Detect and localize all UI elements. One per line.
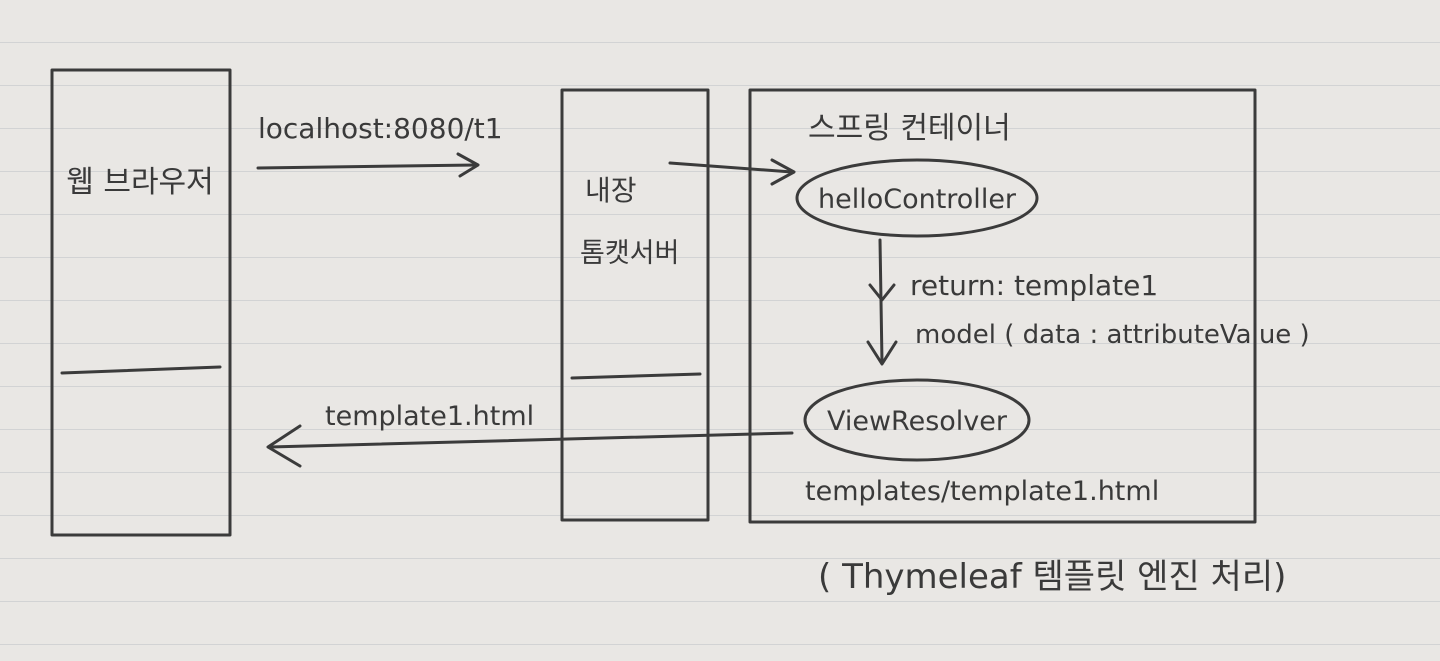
controller-to-resolver-head [866, 340, 898, 366]
request-arrow-line [256, 163, 478, 170]
response-arrow-head [266, 424, 302, 468]
web-browser-box: 웹 브라우저 [50, 68, 232, 537]
view-resolver-label: ViewResolver [827, 406, 1008, 437]
response-arrow: template1.html [266, 401, 794, 468]
view-resolver-node: ViewResolver [803, 378, 1031, 462]
web-browser-rect [50, 68, 232, 537]
dispatch-arrow [668, 158, 796, 186]
tomcat-server-box: 내장 톰캣서버 [560, 88, 710, 522]
spring-container-rect [748, 88, 1257, 524]
dispatch-arrow-head [770, 158, 796, 186]
return-label: return: template1 [910, 269, 1158, 302]
tomcat-label-line2: 톰캣서버 [580, 238, 679, 269]
hello-controller-node: helloController [795, 158, 1039, 238]
template-path-label: templates/template1.html [805, 476, 1159, 507]
dispatch-arrow-line [668, 161, 794, 174]
tomcat-label-line1: 내장 [585, 174, 637, 207]
engine-note-label: ( Thymeleaf 템플릿 엔진 처리) [818, 557, 1286, 597]
controller-to-resolver-arrow: return: template1 model ( data : attribu… [866, 238, 1310, 366]
model-label: model ( data : attributeValue ) [915, 320, 1310, 350]
tomcat-server-rect [560, 88, 710, 522]
tomcat-server-divider [570, 372, 702, 380]
controller-to-resolver-mid-head [868, 283, 896, 302]
view-resolver-ellipse [803, 378, 1031, 462]
response-file-label: template1.html [325, 401, 534, 432]
hello-controller-label: helloController [818, 184, 1017, 215]
response-arrow-line [268, 431, 794, 449]
request-arrow-head [456, 152, 480, 178]
spring-container-label: 스프링 컨테이너 [808, 111, 1011, 146]
web-browser-divider [60, 365, 222, 375]
request-arrow: localhost:8080/t1 [256, 112, 503, 178]
request-url-label: localhost:8080/t1 [258, 112, 503, 145]
spring-container-box: 스프링 컨테이너 [748, 88, 1257, 524]
hello-controller-ellipse [795, 158, 1039, 238]
web-browser-label: 웹 브라우저 [66, 165, 214, 200]
